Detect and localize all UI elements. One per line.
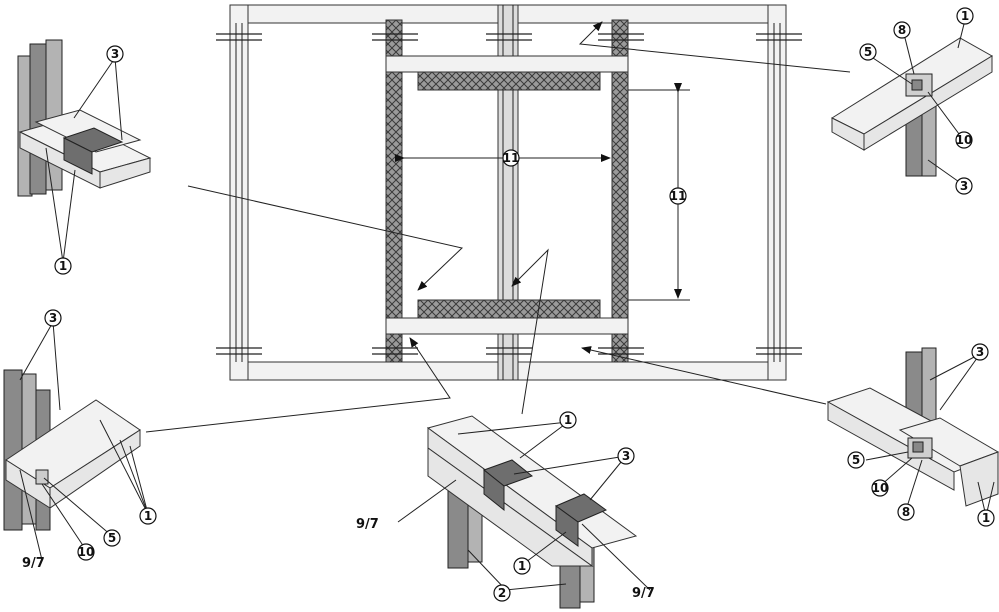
svg-text:3: 3	[960, 179, 968, 193]
svg-text:3: 3	[622, 449, 630, 463]
svg-text:3: 3	[49, 311, 57, 325]
opening-sill-board	[417, 299, 601, 319]
callout-11-height: 11	[669, 187, 687, 205]
callout-3: 3	[971, 343, 989, 361]
callout-9-7: 9/7	[356, 517, 379, 532]
svg-text:5: 5	[852, 453, 860, 467]
svg-text:2: 2	[498, 586, 506, 600]
detail-bottom-left: 3 1 5 10 9/7	[3, 309, 157, 571]
svg-text:8: 8	[902, 505, 910, 519]
detail-bottom-center: 1 3 9/7 1 2 9/7	[356, 411, 655, 609]
svg-text:5: 5	[864, 45, 872, 59]
svg-text:1: 1	[564, 413, 572, 427]
callout-1: 1	[956, 7, 974, 25]
callout-11-width: 11	[502, 149, 520, 167]
frame-right-post	[767, 4, 787, 381]
dimension-width: 11	[395, 149, 611, 167]
opening-left-board	[385, 19, 403, 363]
callout-8: 8	[897, 503, 915, 521]
leader-lines	[145, 21, 851, 433]
callout-2: 2	[493, 584, 511, 602]
detail-bottom-right: 3 5 10 8 1	[826, 343, 999, 527]
callout-1: 1	[139, 507, 157, 525]
svg-text:11: 11	[670, 189, 687, 203]
svg-text:1: 1	[59, 259, 67, 273]
callout-1: 1	[54, 257, 72, 275]
callout-3: 3	[44, 309, 62, 327]
svg-text:5: 5	[108, 531, 116, 545]
svg-text:1: 1	[982, 511, 990, 525]
callout-3: 3	[955, 177, 973, 195]
callout-1: 1	[977, 509, 995, 527]
detail-top-left: 3 1	[17, 39, 152, 275]
svg-text:1: 1	[518, 559, 526, 573]
opening-sill	[385, 317, 629, 335]
callout-3: 3	[106, 45, 124, 63]
svg-text:10: 10	[956, 133, 973, 147]
callout-1: 1	[559, 411, 577, 429]
callout-5: 5	[859, 43, 877, 61]
svg-text:10: 10	[872, 481, 889, 495]
anchor-marks	[216, 33, 802, 355]
svg-text:8: 8	[898, 23, 906, 37]
opening-header	[385, 55, 629, 73]
callout-5: 5	[103, 529, 121, 547]
opening-right-board	[611, 19, 629, 363]
opening-header-board	[417, 71, 601, 91]
detail-top-right: 1 8 5 10 3	[830, 7, 993, 195]
svg-text:11: 11	[503, 151, 520, 165]
callout-5: 5	[847, 451, 865, 469]
callout-10: 10	[871, 479, 889, 497]
callout-8: 8	[893, 21, 911, 39]
svg-text:3: 3	[976, 345, 984, 359]
svg-text:1: 1	[961, 9, 969, 23]
center-frame-plan: 11 11	[145, 4, 851, 433]
svg-text:1: 1	[144, 509, 152, 523]
callout-3: 3	[617, 447, 635, 465]
frame-left-post	[229, 4, 249, 381]
callout-9-7: 9/7	[22, 556, 45, 571]
dimension-height: 11	[628, 83, 690, 301]
callout-10: 10	[77, 543, 95, 561]
callout-10: 10	[955, 131, 973, 149]
svg-text:3: 3	[111, 47, 119, 61]
svg-text:10: 10	[78, 545, 95, 559]
callout-1: 1	[513, 557, 531, 575]
callout-9-7: 9/7	[632, 586, 655, 601]
